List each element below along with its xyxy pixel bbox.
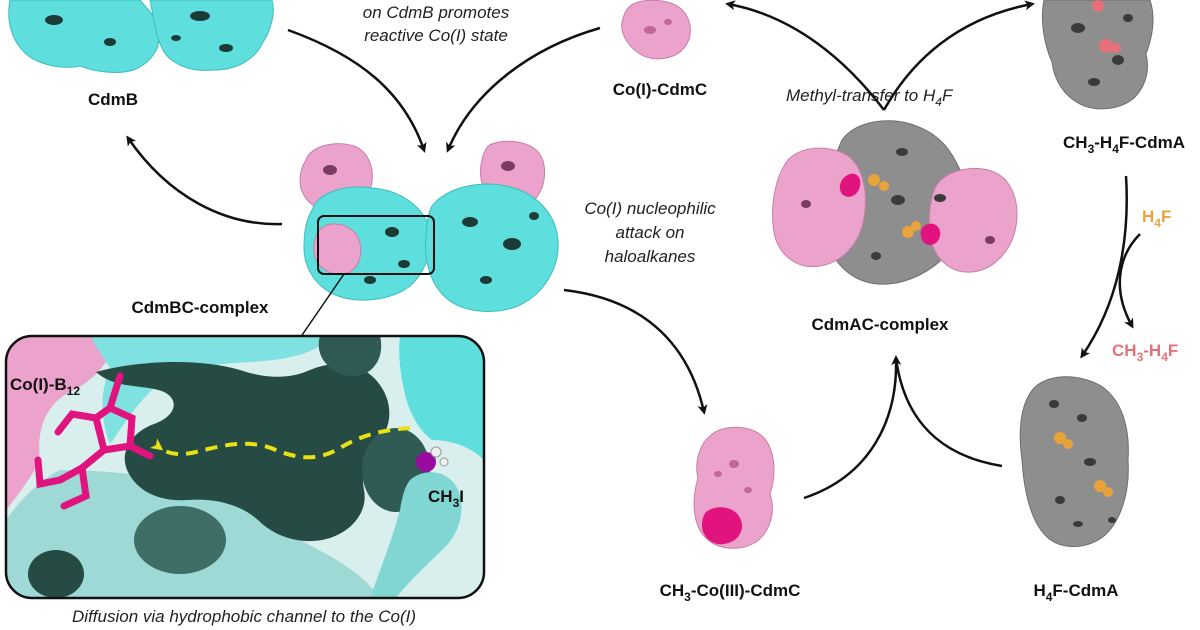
ch3-h4f-output-label: CH3-H4F (1112, 341, 1178, 364)
cdmac-complex-label: CdmAC-complex (812, 315, 950, 334)
ch3-h4f-cdma-protein (1042, 0, 1153, 109)
cdmac-complex-protein (773, 121, 1017, 284)
diffusion-caption: Diffusion via hydrophobic channel to the… (72, 607, 416, 626)
cdmbc-complex-label: CdmBC-complex (132, 298, 270, 317)
cdmb-label: CdmB (88, 90, 138, 109)
arrow-ch3cdma-to-h4fcdma (1082, 176, 1127, 356)
cdmbc-complex-protein (300, 141, 558, 311)
h4f-cdma-label: H4F-CdmA (1033, 581, 1118, 604)
nucleophilic-text-line2: attack on (616, 223, 685, 242)
cdmb-protein (9, 0, 274, 72)
promotes-text-line1: on CdmB promotes (363, 3, 510, 22)
co1-cdmc-protein (622, 0, 691, 59)
h4f-cdma-protein (1020, 377, 1128, 547)
nucleophilic-text-line3: haloalkanes (605, 247, 696, 266)
arrow-cdmc-to-complex (448, 28, 600, 150)
arrow-cdmb-to-complex (288, 30, 424, 150)
nucleophilic-text-line1: Co(I) nucleophilic (584, 199, 716, 218)
co1-cdmc-label: Co(I)-CdmC (613, 80, 707, 99)
methyl-transfer-text: Methyl-transfer to H4F (786, 86, 954, 109)
arrow-ch3cdmc-to-cdmac (804, 358, 896, 498)
arrow-complex-to-cdmb (128, 138, 282, 224)
promotes-text-line2: reactive Co(I) state (364, 26, 508, 45)
arrow-h4fcdma-to-cdmac (896, 358, 1002, 466)
arrow-complex-to-ch3cdmc (564, 290, 704, 412)
ch3-co3-cdmc-protein (694, 427, 774, 548)
h4f-input-label: H4F (1142, 207, 1171, 230)
ch3-h4f-cdma-label: CH3-H4F-CdmA (1063, 133, 1185, 156)
ch3-co3-cdmc-label: CH3-Co(III)-CdmC (660, 581, 801, 604)
channel-inset (6, 336, 484, 598)
